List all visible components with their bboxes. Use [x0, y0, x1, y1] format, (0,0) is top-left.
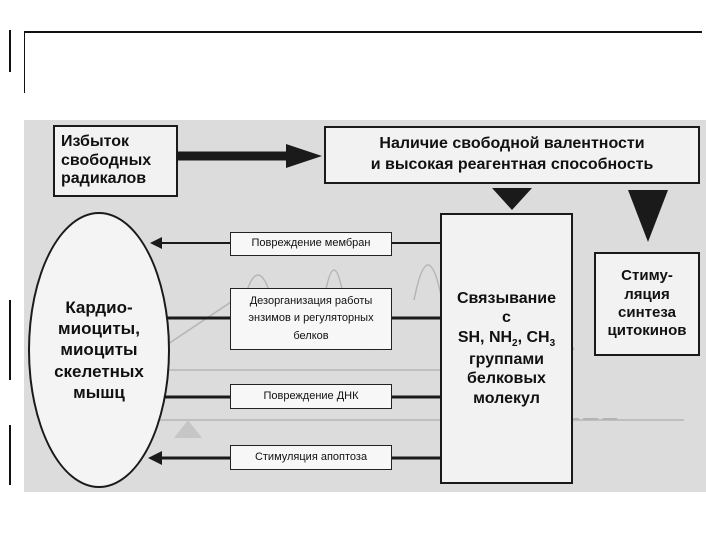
left-edge-line-lower [9, 425, 11, 485]
effect-enzyme-disorganization: Дезорганизация работы энзимов и регулято… [230, 288, 392, 350]
free-radicals-label: Избыток свободных радикалов [61, 132, 152, 188]
free-radicals-box: Избыток свободных радикалов [53, 125, 178, 197]
left-edge-line-top [9, 30, 11, 72]
group-nh-subscript: 2 [512, 337, 518, 349]
valence-label: Наличие свободной валентности и высокая … [370, 135, 654, 173]
group-nh: NH [488, 328, 513, 346]
group-ch-subscript: 3 [549, 337, 556, 349]
effect-apoptosis-label: Стимуляция апоптоза [254, 450, 368, 463]
group-separator: , [517, 328, 527, 346]
group-ch: CH [526, 328, 550, 346]
binding-label: Связывание с SH, NH2, CH3 группами белко… [457, 289, 556, 409]
effect-dna-label: Повреждение ДНК [263, 389, 359, 402]
effect-membrane-damage: Повреждение мембран [230, 232, 392, 256]
cytokine-label: Стиму- ляция синтеза цитокинов [607, 267, 687, 340]
binding-line-1: Связывание [456, 289, 557, 307]
binding-line-2: с [502, 309, 511, 327]
slide-left-border [24, 31, 25, 93]
effect-enzyme-label: Дезорганизация работы энзимов и регулято… [248, 294, 374, 342]
binding-box: Связывание с SH, NH2, CH3 группами белко… [440, 213, 573, 484]
binding-line-3: SH, NH2, CH3 [457, 328, 556, 350]
header-rule [24, 31, 702, 33]
target-cells-label: Кардио- миоциты, миоциты скелетных мышц [54, 297, 144, 402]
binding-line-6: молекул [473, 389, 540, 407]
cytokine-box: Стиму- ляция синтеза цитокинов [594, 252, 700, 356]
binding-line-5: белковых [467, 370, 546, 388]
left-edge-line-bottom [9, 300, 11, 380]
effect-apoptosis: Стимуляция апоптоза [230, 445, 392, 470]
valence-box: Наличие свободной валентности и высокая … [324, 126, 700, 184]
target-cells-oval: Кардио- миоциты, миоциты скелетных мышц [28, 212, 170, 488]
binding-line-4: группами [468, 350, 545, 368]
effect-membrane-label: Повреждение мембран [251, 237, 371, 250]
group-sh: SH, [457, 328, 489, 346]
effect-dna-damage: Повреждение ДНК [230, 384, 392, 409]
